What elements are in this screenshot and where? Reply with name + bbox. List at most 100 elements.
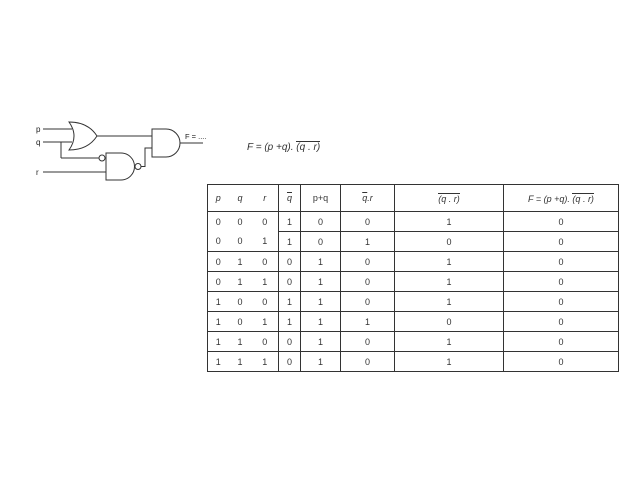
cell-p: 1 [207, 311, 229, 332]
cell-r: 0 [251, 211, 279, 232]
cell-p-or-q: 1 [300, 291, 341, 312]
cell-qbar-and-r: 0 [340, 351, 395, 372]
col-header-f-rest: . r) [580, 193, 594, 204]
col-header-r: r [251, 184, 279, 212]
cell-qbar: 1 [278, 231, 301, 252]
col-header-nand-expr: (q . r) [438, 192, 460, 204]
cell-p: 1 [207, 351, 229, 372]
col-header-f-open: ( [572, 193, 576, 204]
cell-qbar: 1 [278, 311, 301, 332]
wire-nand-out [141, 147, 152, 167]
and-gate [151, 128, 181, 158]
cell-r: 0 [251, 251, 279, 272]
cell-q: 0 [237, 216, 243, 227]
cell-p: 0 [207, 271, 229, 292]
col-header-qbar-and-r-rest: .r [367, 193, 373, 203]
cell-p: 1 [207, 291, 229, 312]
cell-f: 0 [503, 311, 619, 332]
nand-gate [105, 152, 135, 181]
formula-lhs: F = (p +q). [247, 142, 294, 153]
cell-p: 0 [207, 251, 229, 272]
col-header-qbar-text: q [286, 193, 292, 203]
cell-r: 1 [251, 271, 279, 292]
cell-f: 0 [503, 291, 619, 312]
col-header-nand-q: q [441, 193, 447, 204]
cell-r: 1 [251, 351, 279, 372]
cell-qbar-and-r: 0 [340, 331, 395, 352]
cell-qbar-and-r: 0 [340, 291, 395, 312]
col-header-f-expr: (q . r) [572, 192, 594, 204]
cell-qbar: 0 [278, 351, 301, 372]
col-header-nand-rest: . r) [446, 193, 460, 204]
cell-p-or-q: 1 [300, 351, 341, 372]
cell-nand: 1 [394, 271, 504, 292]
cell-p-or-q: 1 [300, 251, 341, 272]
or-gate [68, 121, 98, 151]
cell-r: 1 [251, 231, 279, 252]
col-header-qbar-and-r: q.r [340, 184, 395, 212]
cell-qbar-and-r: 0 [340, 251, 395, 272]
input-label-p: p [36, 125, 41, 134]
cell-p-or-q: 0 [300, 231, 341, 252]
cell-nand: 1 [394, 291, 504, 312]
cell-r: 1 [251, 311, 279, 332]
input-label-q: q [36, 138, 40, 147]
cell-nand: 1 [394, 251, 504, 272]
col-header-f: F = (p +q). (q . r) [503, 184, 619, 212]
col-header-f-q: q [575, 193, 581, 204]
cell-qbar: 1 [278, 211, 301, 232]
cell-q: 0 [228, 291, 252, 312]
cell-p: 0 [207, 231, 229, 252]
boolean-formula: F = (p +q). (q . r) [247, 141, 321, 153]
cell-qbar: 0 [278, 271, 301, 292]
cell-qbar-and-r: 0 [340, 211, 395, 232]
cell-f: 0 [503, 251, 619, 272]
cell-qbar-and-r: 0 [340, 271, 395, 292]
cell-nand: 1 [394, 211, 504, 232]
cell-nand: 0 [394, 231, 504, 252]
col-header-p-or-q: p+q [300, 184, 341, 212]
cell-p-or-q: 1 [300, 311, 341, 332]
inverter-bubble [98, 154, 106, 162]
cell-p-or-q: 0 [300, 211, 341, 232]
truth-table: p q r q p+q q.r (q . r) F = (p +q). (q .… [207, 184, 619, 372]
cell-nand: 1 [394, 351, 504, 372]
cell-q: 1 [228, 331, 252, 352]
nand-output-bubble [134, 163, 142, 170]
col-header-p: p [207, 184, 229, 212]
cell-qbar: 0 [278, 331, 301, 352]
table-header-row: p q r q p+q q.r (q . r) F = (p +q). (q .… [207, 184, 619, 212]
cell-nand: 0 [394, 311, 504, 332]
col-header-f-lhs: F = (p +q). [528, 193, 570, 204]
col-header-q: q [228, 184, 252, 212]
input-label-r: r [36, 168, 39, 177]
cell-q: 0 [228, 231, 252, 252]
cell-p-or-q: 1 [300, 331, 341, 352]
cell-p: 0 [207, 211, 229, 232]
cell-f: 0 [503, 271, 619, 292]
cell-r: 0 [251, 291, 279, 312]
cell-f: 0 [503, 351, 619, 372]
cell-nand: 1 [394, 331, 504, 352]
formula-rhs-rest: . r) [305, 142, 321, 153]
output-label: F = .... [185, 132, 206, 141]
cell-q: 1 [228, 251, 252, 272]
logic-circuit-diagram: p q r F = .... [36, 121, 206, 181]
col-header-nand: (q . r) [394, 184, 504, 212]
col-header-qbar: q [278, 184, 301, 212]
cell-p: 1 [207, 331, 229, 352]
cell-qbar: 1 [278, 291, 301, 312]
cell-r: 0 [251, 331, 279, 352]
cell-p-or-q: 1 [300, 271, 341, 292]
cell-qbar-and-r: 1 [340, 311, 395, 332]
cell-q: 1 [228, 351, 252, 372]
cell-q: 0 [228, 311, 252, 332]
